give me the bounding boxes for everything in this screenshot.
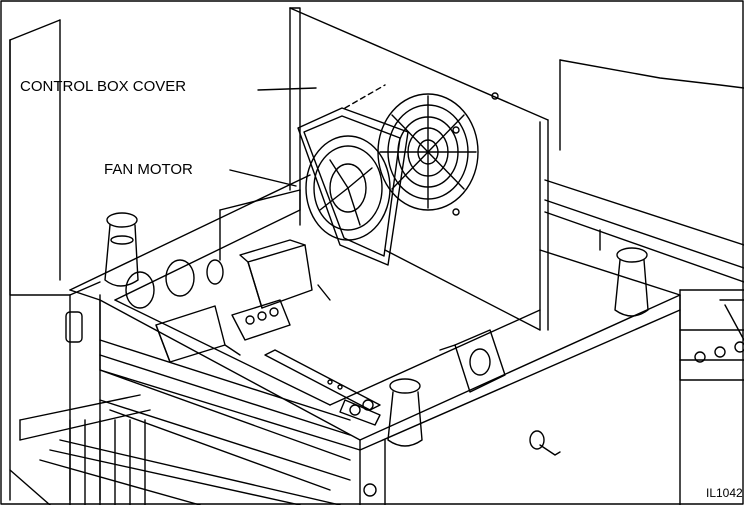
control-box-cover [289, 7, 549, 331]
bolt-cluster [339, 399, 381, 426]
mounting-bracket [264, 349, 381, 411]
transformer [439, 329, 506, 393]
knob-right [614, 247, 649, 317]
knob-front [387, 378, 423, 447]
leader-line-fan-motor [229, 169, 297, 187]
left-handle [65, 311, 83, 343]
relay-1 [239, 239, 331, 309]
fan-motor [297, 107, 409, 266]
grommet-hole [125, 259, 224, 309]
front-knob [529, 430, 561, 456]
illustration-id: IL1042 [706, 486, 743, 500]
rear-conveyor [544, 59, 744, 381]
knob-left [104, 212, 139, 287]
label-control-box-cover: CONTROL BOX COVER [20, 78, 187, 95]
label-fan-motor: FAN MOTOR [104, 161, 193, 178]
wire-rack [9, 394, 341, 505]
leader-line-cover [257, 87, 317, 91]
terminal-block [231, 299, 291, 341]
relay-2 [155, 305, 241, 363]
mount-dashed-line [344, 84, 386, 109]
front-screw [363, 483, 377, 497]
